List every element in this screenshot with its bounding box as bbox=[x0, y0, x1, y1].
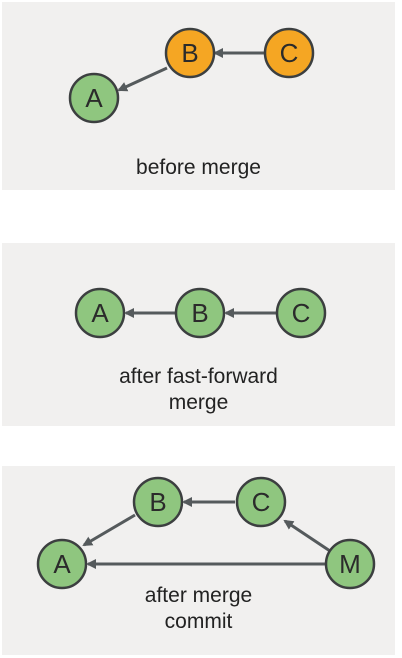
node-c-circle bbox=[235, 476, 287, 528]
diagram-fast-forward: A B C bbox=[74, 287, 327, 339]
node-b-circle bbox=[132, 476, 184, 528]
commit-node-a: A bbox=[36, 538, 88, 590]
caption-line: merge bbox=[168, 391, 229, 414]
node-c-circle bbox=[275, 287, 327, 339]
caption-merge-commit: after merge commit bbox=[2, 583, 395, 635]
node-b-circle bbox=[164, 27, 216, 79]
commit-node-c: C bbox=[263, 27, 315, 79]
caption-line: after fast-forward bbox=[119, 365, 278, 388]
diagram-before-merge: A B C bbox=[68, 27, 315, 124]
edge-b-to-a bbox=[117, 66, 168, 92]
panel-fast-forward: A B C after fast-forward merge bbox=[2, 243, 395, 426]
edge-m-to-c bbox=[283, 519, 331, 553]
caption-fast-forward: after fast-forward merge bbox=[2, 364, 395, 416]
node-a-label: A bbox=[91, 298, 109, 328]
commit-node-b: B bbox=[174, 287, 226, 339]
commit-node-a: A bbox=[68, 72, 120, 124]
node-m-label: M bbox=[339, 549, 361, 579]
node-c-circle bbox=[263, 27, 315, 79]
node-b-label: B bbox=[149, 487, 166, 517]
node-a-circle bbox=[74, 287, 126, 339]
commit-node-m: M bbox=[324, 538, 376, 590]
node-c-label: C bbox=[280, 38, 299, 68]
panel-merge-commit: A B C M after merge commit bbox=[2, 466, 395, 655]
caption-line: after merge bbox=[144, 584, 253, 607]
caption-line: commit bbox=[164, 610, 233, 633]
node-b-label: B bbox=[181, 38, 198, 68]
node-b-label: B bbox=[191, 298, 208, 328]
node-c-label: C bbox=[252, 487, 271, 517]
node-a-label: A bbox=[85, 83, 103, 113]
caption-line: before merge bbox=[136, 156, 261, 179]
node-m-circle bbox=[324, 538, 376, 590]
panel-before-merge: A B C before merge bbox=[2, 2, 395, 190]
node-a-label: A bbox=[53, 549, 71, 579]
node-c-label: C bbox=[292, 298, 311, 328]
node-b-circle bbox=[174, 287, 226, 339]
commit-node-a: A bbox=[74, 287, 126, 339]
caption-before-merge: before merge bbox=[2, 155, 395, 181]
diagram-merge-commit: A B C M bbox=[36, 476, 376, 590]
commit-node-b: B bbox=[132, 476, 184, 528]
commit-node-b: B bbox=[164, 27, 216, 79]
edge-b-to-a bbox=[82, 513, 136, 547]
node-a-circle bbox=[36, 538, 88, 590]
commit-node-c: C bbox=[275, 287, 327, 339]
commit-node-c: C bbox=[235, 476, 287, 528]
node-a-circle bbox=[68, 72, 120, 124]
